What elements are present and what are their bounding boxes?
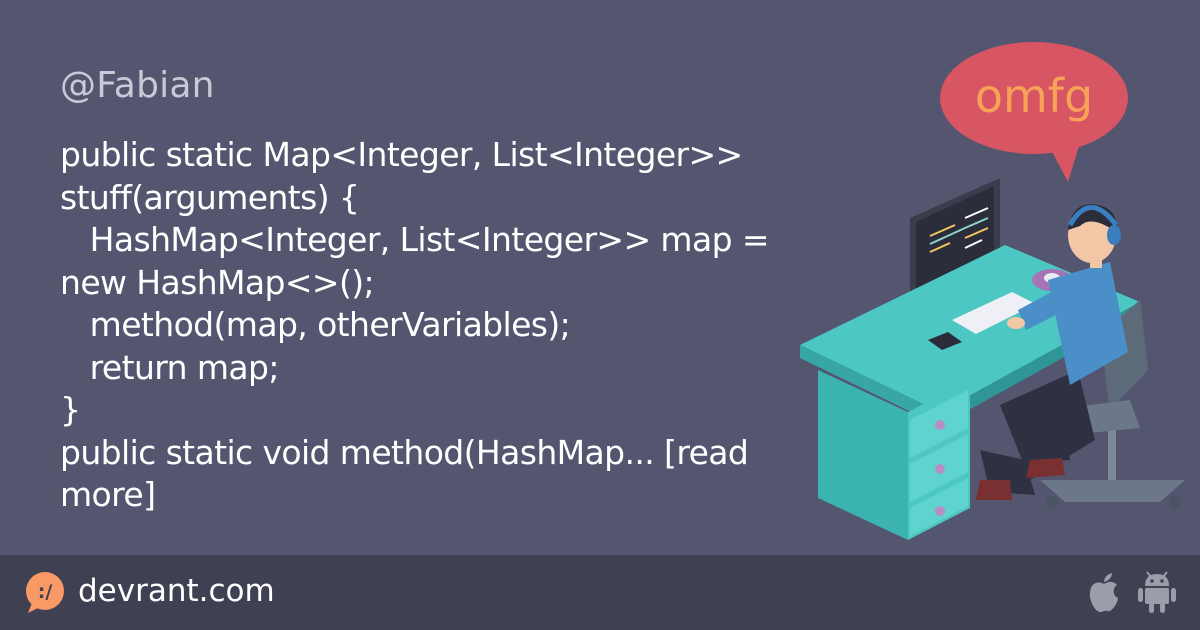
speech-bubble-tail: [1048, 136, 1082, 182]
developer-illustration: omfg: [800, 42, 1185, 540]
apple-icon[interactable]: [1085, 572, 1123, 614]
speech-bubble-text: omfg: [975, 69, 1093, 123]
devrant-logo-icon[interactable]: :/: [22, 569, 68, 615]
speech-bubble: omfg: [940, 42, 1128, 182]
android-icon[interactable]: [1137, 570, 1177, 614]
rant-line: public static Map<Integer, List<Integer>…: [60, 135, 743, 174]
rant-line: return map;: [60, 347, 280, 387]
rant-line: method(map, otherVariables);: [60, 305, 571, 344]
rant-body[interactable]: public static Map<Integer, List<Integer>…: [60, 134, 800, 517]
speech-bubble-shape: [940, 42, 1128, 154]
rant-line: HashMap<Integer, List<Integer>> map =: [60, 220, 770, 259]
footer-bar: :/ devrant.com: [0, 555, 1200, 630]
keyboard: [952, 292, 1036, 334]
desk-drawers: [818, 370, 970, 540]
footer-site-link[interactable]: devrant.com: [78, 573, 275, 609]
desk-edge: [800, 345, 940, 426]
rant-line: stuff(arguments) {: [60, 177, 360, 217]
rant-line: }: [60, 390, 81, 429]
developer-person: [976, 204, 1128, 500]
rant-username[interactable]: @Fabian: [60, 65, 215, 106]
rant-line: new HashMap<>();: [60, 262, 375, 302]
logo-glyph: :/: [38, 581, 53, 603]
rant-line: public static void method(HashMap... [re…: [60, 432, 749, 472]
phone: [928, 332, 962, 350]
rant-line: more]: [60, 475, 156, 514]
